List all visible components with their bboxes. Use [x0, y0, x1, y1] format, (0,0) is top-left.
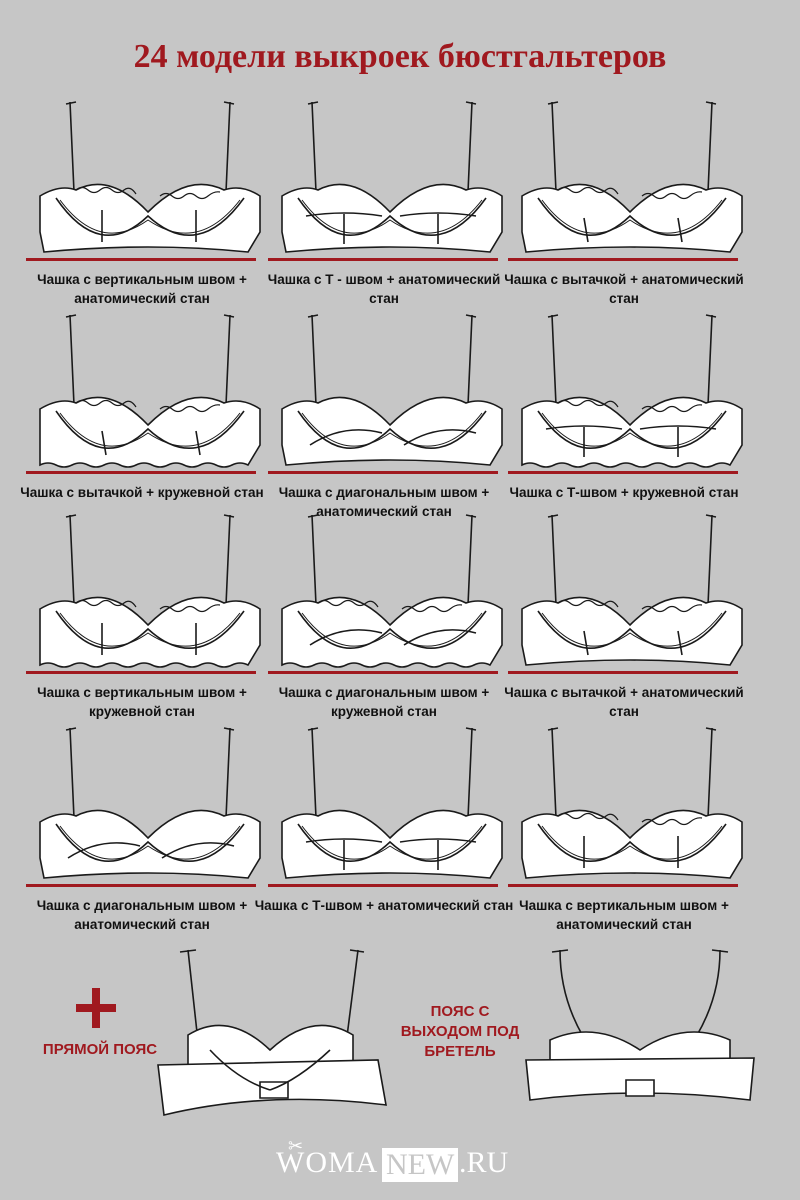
bra-sketch: [512, 718, 752, 883]
plus-icon: [76, 988, 116, 1028]
strap-band-label: ПОЯС С ВЫХОДОМ ПОД БРЕТЕЛЬ: [400, 1003, 520, 1060]
divider-line: [268, 671, 498, 674]
bra-sketch: [30, 718, 270, 883]
divider-line: [508, 258, 738, 261]
divider-line: [508, 471, 738, 474]
divider-line: [26, 671, 256, 674]
divider-line: [26, 471, 256, 474]
divider-line: [268, 258, 498, 261]
bra-sketch: [272, 718, 512, 883]
site-logo: ✂ WOMA NEW .RU: [276, 1136, 509, 1182]
model-caption: Чашка с вертикальным швом + анатомически…: [519, 898, 729, 932]
model-caption: Чашка с Т - швом + анатомический стан: [267, 272, 501, 306]
divider-line: [268, 471, 498, 474]
scissors-icon: ✂: [288, 1136, 304, 1157]
model-caption: Чашка с вытачкой + анатомический стан: [504, 272, 744, 306]
back-view-straight: [148, 940, 388, 1120]
bra-sketch: [272, 305, 512, 470]
bra-sketch: [272, 92, 512, 257]
bra-sketch: [30, 305, 270, 470]
bra-sketch: [512, 305, 752, 470]
model-caption: Чашка с вертикальным швом + кружевной ст…: [37, 685, 247, 719]
model-caption: Чашка с Т-швом + кружевной стан: [509, 485, 739, 500]
divider-line: [26, 258, 256, 261]
model-caption: Чашка с диагональным швом + анатомически…: [36, 898, 248, 932]
model-caption: Чашка с диагональным швом + кружевной ст…: [278, 685, 490, 719]
back-view-strap: [520, 940, 760, 1120]
divider-line: [268, 884, 498, 887]
bra-sketch: [30, 92, 270, 257]
bra-sketch: [512, 92, 752, 257]
model-caption: Чашка с вертикальным швом + анатомически…: [37, 272, 247, 306]
model-caption: Чашка с Т-швом + анатомический стан: [254, 898, 514, 913]
divider-line: [508, 671, 738, 674]
model-caption: Чашка с вытачкой + анатомический стан: [504, 685, 744, 719]
straight-band-label: ПРЯМОЙ ПОЯС: [42, 1041, 158, 1058]
bra-sketch: [512, 505, 752, 670]
page-title: 24 модели выкроек бюстгальтеров: [133, 38, 667, 75]
bra-sketch: [272, 505, 512, 670]
divider-line: [508, 884, 738, 887]
divider-line: [26, 884, 256, 887]
bra-sketch: [30, 505, 270, 670]
model-caption: Чашка с диагональным швом + анатомически…: [278, 485, 490, 519]
model-caption: Чашка с вытачкой + кружевной стан: [20, 485, 264, 500]
